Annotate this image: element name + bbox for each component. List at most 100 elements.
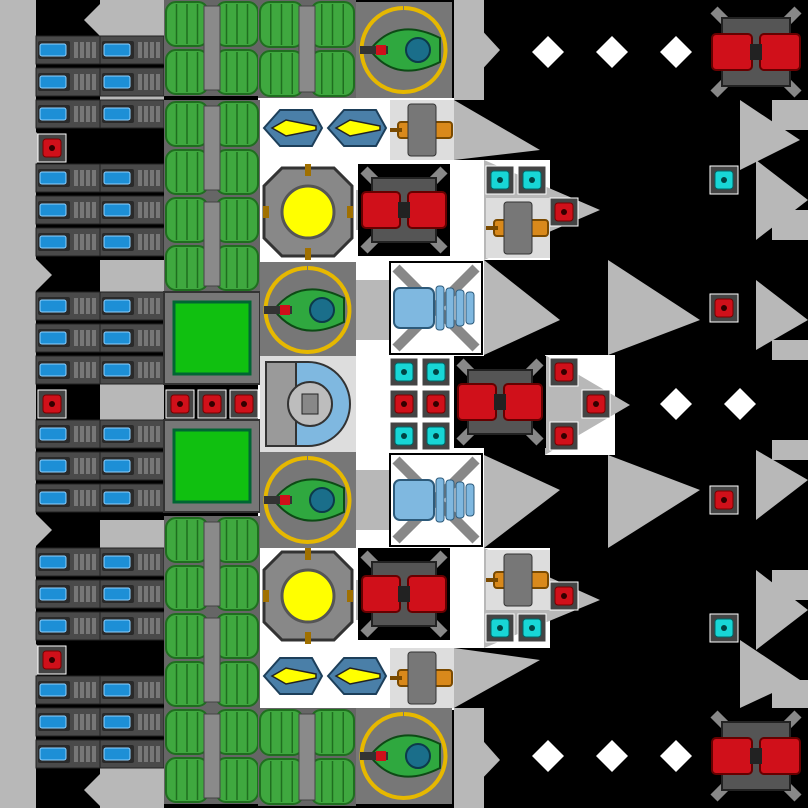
red-turret (358, 548, 450, 640)
cyan-node (485, 613, 515, 643)
battery-cell (35, 195, 101, 225)
fuel-tank (164, 708, 260, 804)
battery-cell (99, 419, 165, 449)
fuel-tanks (164, 0, 356, 806)
fuel-tank (164, 516, 260, 612)
battery-cell (35, 67, 101, 97)
storage-bay (163, 419, 261, 513)
red-turret (708, 708, 804, 804)
red-turret (358, 164, 450, 256)
red-node (37, 645, 67, 675)
fuel-tank (258, 0, 356, 98)
battery-cell (99, 227, 165, 257)
red-node (549, 357, 579, 387)
armor-diamond (532, 740, 564, 772)
battery-cell (99, 195, 165, 225)
battery-cell (35, 547, 101, 577)
reactors (260, 164, 356, 644)
battery-cell (99, 483, 165, 513)
battery-cell (35, 675, 101, 705)
blue-thruster (389, 453, 483, 547)
battery-cell (99, 547, 165, 577)
orange-gun (486, 550, 550, 610)
orange-guns (390, 100, 550, 708)
fuel-tank (164, 196, 260, 292)
storage-bay (163, 291, 261, 385)
battery-cell (99, 707, 165, 737)
battery-cell (99, 739, 165, 769)
battery-cell (35, 739, 101, 769)
red-turret (708, 4, 804, 100)
armor-diamond (660, 388, 692, 420)
red-node (37, 133, 67, 163)
cyan-node (389, 357, 419, 387)
red-node (709, 293, 739, 323)
armor-diamonds (532, 36, 756, 772)
missile-launcher (324, 102, 388, 154)
fuel-tank (164, 612, 260, 708)
battery-cell (35, 35, 101, 65)
battery-cell (35, 611, 101, 641)
battery-cell (99, 163, 165, 193)
red-node (549, 197, 579, 227)
battery-cell (99, 323, 165, 353)
red-node (389, 389, 419, 419)
battery-cell (35, 227, 101, 257)
missile-launcher (260, 102, 324, 154)
battery-cell (35, 579, 101, 609)
red-node (165, 389, 195, 419)
armor-diamond (532, 36, 564, 68)
cyan-nodes (389, 165, 739, 643)
battery-cell (35, 451, 101, 481)
fuel-tank (164, 100, 260, 196)
armor-diamond (660, 36, 692, 68)
cyan-node (709, 165, 739, 195)
red-node (421, 389, 451, 419)
cyan-node (389, 421, 419, 451)
cyan-node (709, 613, 739, 643)
battery-cell (99, 579, 165, 609)
armor-diamond (724, 388, 756, 420)
battery-cell (35, 355, 101, 385)
red-node (549, 581, 579, 611)
missile-launcher (324, 650, 388, 702)
cyan-node (517, 165, 547, 195)
armor-diamond (596, 740, 628, 772)
cyan-node (421, 421, 451, 451)
battery-cell (35, 323, 101, 353)
battery-cell (99, 355, 165, 385)
battery-cell (99, 291, 165, 321)
reactor-core (260, 548, 356, 644)
red-turret (454, 356, 546, 448)
missile-launcher (260, 650, 324, 702)
cyan-node (421, 357, 451, 387)
armor-diamond (596, 36, 628, 68)
battery-cell (99, 611, 165, 641)
red-node (229, 389, 259, 419)
battery-cell (35, 483, 101, 513)
thrusters (389, 261, 483, 547)
green-cannon (260, 262, 356, 358)
red-node (37, 389, 67, 419)
battery-cell (99, 67, 165, 97)
blue-thruster (389, 261, 483, 355)
cyan-node (517, 613, 547, 643)
red-nodes (37, 133, 739, 675)
battery-cell (99, 451, 165, 481)
shield-generator (260, 356, 356, 452)
red-node (197, 389, 227, 419)
fuel-tank (258, 708, 356, 806)
battery-cell (99, 99, 165, 129)
armor-diamond (660, 740, 692, 772)
battery-cell (99, 35, 165, 65)
red-node (581, 389, 611, 419)
green-cannon (356, 708, 452, 804)
red-node (709, 485, 739, 515)
red-turrets (358, 4, 804, 804)
cyan-node (485, 165, 515, 195)
green-cannons (260, 2, 452, 804)
green-cannon (260, 452, 356, 548)
missile-launchers (260, 102, 388, 702)
